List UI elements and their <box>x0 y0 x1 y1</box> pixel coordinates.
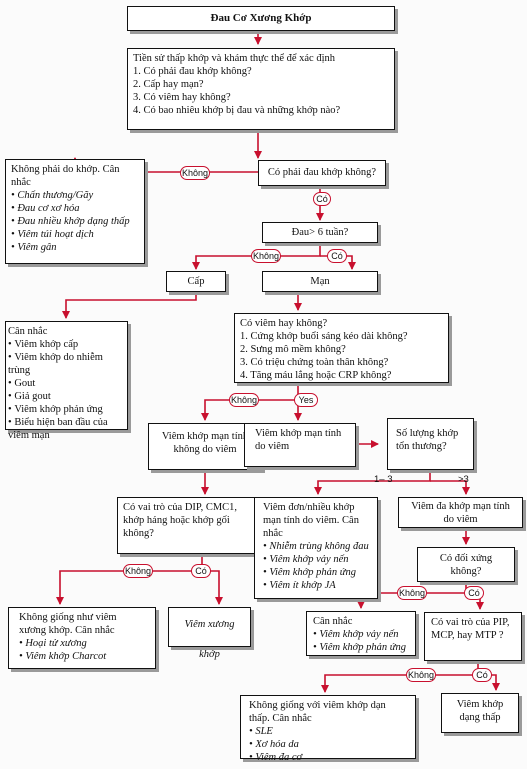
osteoarthritis-label: Viêm xương khớp <box>184 619 235 660</box>
not-osteoarthritis-heading: Không giống như viêm xương khớp. Cân nhắ… <box>19 612 117 636</box>
oligoarthritis-item: Viêm ít khớp JA <box>263 579 372 592</box>
oligoarthritis-box: Viêm đơn/nhiều khớp mạn tính do viêm. Câ… <box>254 497 378 599</box>
polyarthritis-box: Viêm đa khớp mạn tính do viêm <box>398 497 523 528</box>
symmetry-question-box: Có đối xứng không? <box>417 547 515 582</box>
inflammation-heading: Có viêm hay không? <box>240 318 328 329</box>
history-item: 1. Có phải đau khớp không? <box>133 66 252 77</box>
inflammatory-box: Viêm khớp mạn tính do viêm <box>244 423 356 467</box>
not-joint-box: Không phải do khớp. Cân nhắc Chấn thương… <box>5 159 145 264</box>
acute-consider-item: Giả gout <box>8 390 125 403</box>
no-label-pill: Không <box>123 564 153 578</box>
yes-label-pill: Có <box>313 192 331 206</box>
pip-question-box: Có vai trò của PIP, MCP, hay MTP ? <box>424 612 522 661</box>
no-label-pill: Không <box>229 393 259 407</box>
joint-count-question-box: Số lượng khớp tổn thương? <box>387 418 474 470</box>
not-joint-heading: Không phải do khớp. Cân nhắc <box>11 164 120 188</box>
not-joint-item: Đau nhiều khớp dạng thấp <box>11 215 139 228</box>
oligoarthritis-item: Viêm khớp phản ứng <box>263 566 372 579</box>
yes-label-pill: Có <box>472 668 492 682</box>
history-box: Tiền sử thấp khớp và khám thực thể để xá… <box>127 48 395 130</box>
not-rheumatoid-box: Không giống với viêm khớp dạn thấp. Cân … <box>240 695 416 763</box>
acute-consider-item: Viêm khớp phản ứng <box>8 403 125 416</box>
inflammatory-label: Viêm khớp mạn tính do viêm <box>255 428 342 452</box>
not-joint-item: Viêm gân <box>11 241 139 254</box>
polyarthritis-label: Viêm đa khớp mạn tính do viêm <box>411 501 510 525</box>
no-label-pill: Không <box>397 586 427 600</box>
rheumatoid-label: Viêm khớp dạng thấp <box>456 699 504 723</box>
joint-pain-question: Có phải đau khớp không? <box>267 167 377 178</box>
inflammation-item: 2. Sưng mô mềm không? <box>240 344 346 355</box>
duration-question: Đau> 6 tuần? <box>291 227 349 238</box>
not-rheumatoid-item: Viêm đa cơ <box>249 751 407 764</box>
oligoarthritis-item: Viêm khớp vảy nến <box>263 553 372 566</box>
not-osteoarthritis-box: Không giống như viêm xương khớp. Cân nhắ… <box>8 607 156 669</box>
history-item: 3. Có viêm hay không? <box>133 92 231 103</box>
yes-label-pill: Có <box>191 564 211 578</box>
oligoarthritis-heading: Viêm đơn/nhiều khớp mạn tính do viêm. Câ… <box>263 502 359 539</box>
history-intro: Tiền sử thấp khớp và khám thực thể để xá… <box>133 53 336 64</box>
inflammation-item: 3. Có triệu chứng toàn thân không? <box>240 357 389 368</box>
not-joint-item: Đau cơ xơ hóa <box>11 202 139 215</box>
not-osteoarthritis-item: Hoại tử xương <box>19 637 145 650</box>
duration-question-box: Đau> 6 tuần? <box>262 222 378 243</box>
yes-label-pill: Có <box>327 249 347 263</box>
no-label-pill: Không <box>180 166 210 180</box>
not-rheumatoid-item: SLE <box>249 725 407 738</box>
not-osteoarthritis-item: Viêm khớp Charcot <box>19 650 145 663</box>
joint-count-question: Số lượng khớp tổn thương? <box>396 428 459 452</box>
title-box: Đau Cơ Xương Khớp <box>127 6 395 31</box>
chronic-label: Mạn <box>310 276 330 287</box>
acute-consider-item: Biểu hiện ban đầu của viêm mạn <box>8 416 125 442</box>
inflammation-item: 4. Tăng máu lắng hoặc CRP không? <box>240 370 392 381</box>
joint-pain-question-box: Có phải đau khớp không? <box>258 160 386 186</box>
inflammation-item: 1. Cứng khớp buổi sáng kéo dài không? <box>240 331 408 342</box>
history-item: 2. Cấp hay mạn? <box>133 79 204 90</box>
non-inflammatory-label: Viêm khớp mạn tính không do viêm <box>161 431 249 455</box>
pip-question: Có vai trò của PIP, MCP, hay MTP ? <box>431 617 510 641</box>
acute-consider-item: Viêm khớp cấp <box>8 338 125 351</box>
acute-label: Cấp <box>187 276 205 287</box>
yes-label-pill: Yes <box>294 393 318 407</box>
asymmetric-consider-box: Cân nhắc Viêm khớp vảy nến Viêm khớp phả… <box>306 611 416 656</box>
inflammation-question-box: Có viêm hay không? 1. Cứng khớp buổi sán… <box>234 313 449 383</box>
acute-consider-box: Cân nhắc Viêm khớp cấp Viêm khớp do nhiễ… <box>5 321 128 441</box>
not-joint-item: Chấn thương/Gãy <box>11 189 139 202</box>
history-item: 4. Có bao nhiêu khớp bị đau và những khớ… <box>133 105 341 116</box>
not-joint-item: Viêm túi hoạt dịch <box>11 228 139 241</box>
range-gt3-label: >3 <box>458 474 469 485</box>
acute-consider-item: Gout <box>8 377 125 390</box>
chart-title: Đau Cơ Xương Khớp <box>210 12 312 24</box>
acute-box: Cấp <box>166 271 226 292</box>
dip-question-box: Có vai trò của DIP, CMC1, khớp háng hoặc… <box>117 497 257 554</box>
rheumatoid-box: Viêm khớp dạng thấp <box>441 693 519 733</box>
range-1-3-label: 1– 3 <box>374 474 393 485</box>
asymmetric-consider-heading: Cân nhắc <box>313 616 353 627</box>
acute-consider-item: Viêm khớp do nhiễm trùng <box>8 351 125 377</box>
oligoarthritis-item: Nhiễm trùng không đau <box>263 540 372 553</box>
chronic-box: Mạn <box>262 271 378 292</box>
not-rheumatoid-item: Xơ hóa da <box>249 738 407 751</box>
asymmetric-consider-item: Viêm khớp phản ứng <box>313 641 409 654</box>
osteoarthritis-box: Viêm xương khớp <box>168 607 251 660</box>
not-rheumatoid-heading: Không giống với viêm khớp dạn thấp. Cân … <box>249 700 386 724</box>
acute-consider-heading: Cân nhắc <box>8 326 48 337</box>
no-label-pill: Không <box>406 668 436 682</box>
no-label-pill: Không <box>251 249 281 263</box>
asymmetric-consider-item: Viêm khớp vảy nến <box>313 628 409 641</box>
dip-question: Có vai trò của DIP, CMC1, khớp háng hoặc… <box>123 502 238 539</box>
yes-label-pill: Có <box>464 586 484 600</box>
symmetry-question: Có đối xứng không? <box>439 553 493 577</box>
